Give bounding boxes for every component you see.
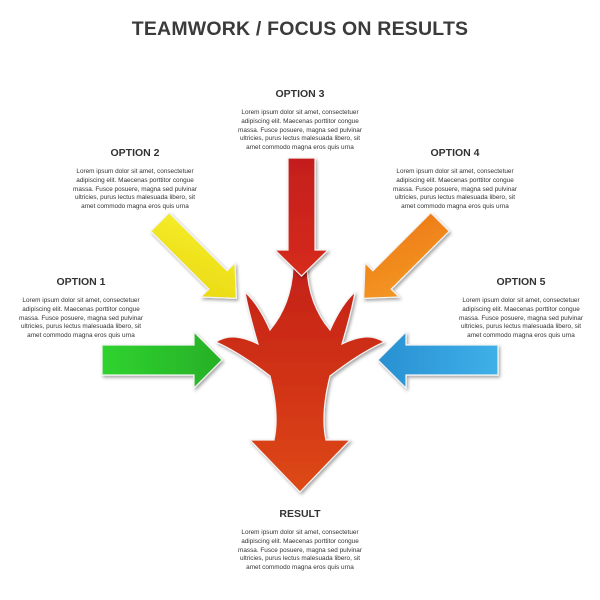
result-arrow	[214, 267, 386, 493]
option-4-description: Lorem ipsum dolor sit amet, consectetuer…	[380, 168, 530, 212]
result-line: ultricies, purus lectus malesuada libero…	[239, 555, 361, 563]
option-5-line: adipiscing elit. Maecenas porttitor cong…	[462, 305, 580, 313]
option-5-line: ultricies, purus lectus malesuada libero…	[460, 323, 582, 331]
option-5-line: amet commodo magna eros quis urna	[467, 332, 575, 340]
option-5-line: massa. Fusce posuere, magna sed pulvinar	[459, 314, 583, 322]
result-line: massa. Fusce posuere, magna sed pulvinar	[238, 546, 362, 554]
option-3-line: adipiscing elit. Maecenas porttitor cong…	[241, 117, 359, 125]
option-1-line: adipiscing elit. Maecenas porttitor cong…	[22, 305, 140, 313]
option-2-line: Lorem ipsum dolor sit amet, consectetuer	[76, 168, 194, 175]
option-3-description: Lorem ipsum dolor sit amet, consectetuer…	[225, 109, 375, 153]
option-5-arrow	[377, 330, 499, 390]
option-4-arrow	[363, 211, 451, 299]
option-5-heading: OPTION 5	[496, 276, 546, 288]
option-4-heading: OPTION 4	[430, 147, 480, 159]
option-3-line: amet commodo magna eros quis urna	[246, 144, 354, 152]
option-2-block: OPTION 2 Lorem ipsum dolor sit amet, con…	[60, 147, 210, 212]
option-1-line: massa. Fusce posuere, magna sed pulvinar	[19, 314, 143, 322]
option-2-line: massa. Fusce posuere, magna sed pulvinar	[73, 185, 197, 193]
option-2-line: ultricies, purus lectus malesuada libero…	[74, 194, 196, 202]
page-title: TEAMWORK / FOCUS ON RESULTS	[131, 18, 469, 40]
option-2-heading: OPTION 2	[110, 147, 160, 159]
option-5-block: OPTION 5 Lorem ipsum dolor sit amet, con…	[446, 276, 596, 341]
option-1-block: OPTION 1 Lorem ipsum dolor sit amet, con…	[6, 276, 156, 341]
option-1-heading: OPTION 1	[56, 276, 106, 288]
option-4-line: ultricies, purus lectus malesuada libero…	[394, 194, 516, 202]
option-2-description: Lorem ipsum dolor sit amet, consectetuer…	[60, 168, 210, 212]
option-4-line: amet commodo magna eros quis urna	[401, 203, 509, 211]
result-line: Lorem ipsum dolor sit amet, consectetuer	[241, 529, 359, 536]
option-3-arrow	[273, 157, 330, 277]
result-line: adipiscing elit. Maecenas porttitor cong…	[241, 537, 359, 545]
option-1-arrow	[101, 330, 223, 390]
option-4-line: adipiscing elit. Maecenas porttitor cong…	[396, 176, 514, 184]
option-1-line: ultricies, purus lectus malesuada libero…	[20, 323, 142, 331]
option-5-line: Lorem ipsum dolor sit amet, consectetuer	[462, 297, 580, 304]
result-heading: RESULT	[279, 508, 321, 520]
result-line: amet commodo magna eros quis urna	[246, 564, 354, 572]
option-1-description: Lorem ipsum dolor sit amet, consectetuer…	[6, 297, 156, 341]
option-4-line: massa. Fusce posuere, magna sed pulvinar	[393, 185, 517, 193]
option-1-line: Lorem ipsum dolor sit amet, consectetuer	[22, 297, 140, 304]
option-3-block: OPTION 3 Lorem ipsum dolor sit amet, con…	[225, 88, 375, 153]
option-3-line: Lorem ipsum dolor sit amet, consectetuer	[241, 109, 359, 116]
option-2-line: amet commodo magna eros quis urna	[81, 203, 189, 211]
option-3-line: massa. Fusce posuere, magna sed pulvinar	[238, 126, 362, 134]
result-description: Lorem ipsum dolor sit amet, consectetuer…	[225, 529, 375, 573]
option-5-description: Lorem ipsum dolor sit amet, consectetuer…	[446, 297, 596, 341]
option-4-line: Lorem ipsum dolor sit amet, consectetuer	[396, 168, 514, 175]
option-3-line: ultricies, purus lectus malesuada libero…	[239, 135, 361, 143]
option-2-line: adipiscing elit. Maecenas porttitor cong…	[76, 176, 194, 184]
option-2-arrow	[149, 211, 237, 299]
option-1-line: amet commodo magna eros quis urna	[27, 332, 135, 340]
result-block: RESULT Lorem ipsum dolor sit amet, conse…	[225, 508, 375, 573]
option-3-heading: OPTION 3	[275, 88, 325, 100]
option-4-block: OPTION 4 Lorem ipsum dolor sit amet, con…	[380, 147, 530, 212]
result-arrow-shape	[214, 267, 386, 493]
